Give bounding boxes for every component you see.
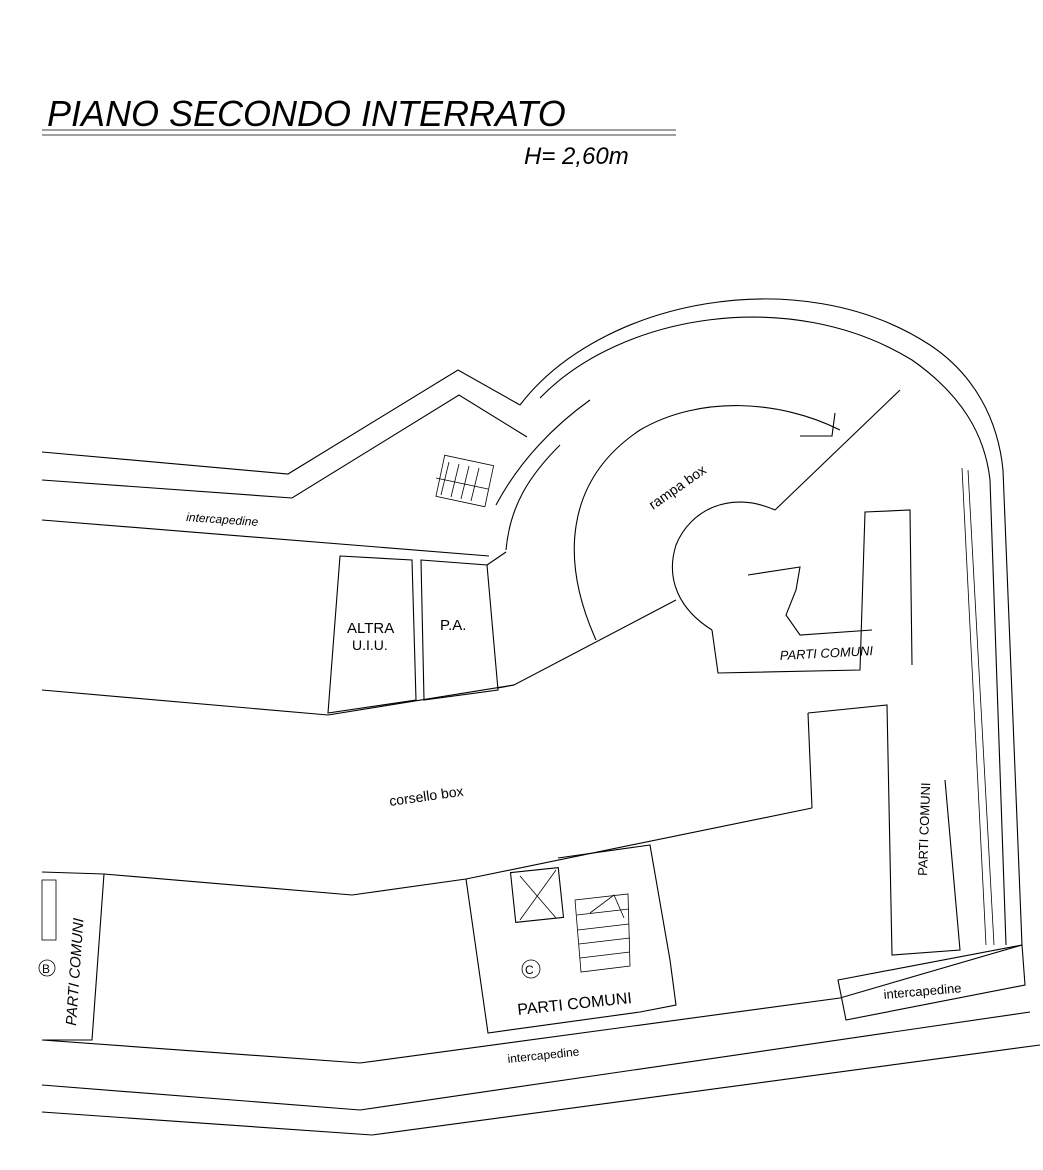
label-pa: P.A. (440, 617, 466, 634)
outer-wall-top-left-2 (41, 394, 528, 499)
label-intercapedine-bottom: intercapedine (507, 1044, 580, 1065)
small-stair (435, 454, 495, 508)
label-parti-comuni-vertical: PARTI COMUNI (915, 782, 933, 876)
label-rampa-box: rampa box (646, 461, 709, 512)
label-corsello-box: corsello box (388, 783, 464, 809)
ramp-outer-wall-2 (539, 316, 1007, 946)
bottom-wall-3 (41, 1044, 1041, 1136)
marker-c-circle (521, 959, 541, 979)
height-note: H= 2,60m (524, 143, 629, 170)
elevator-shaft (509, 867, 565, 923)
bottom-wall-2 (41, 1011, 1031, 1111)
elevator-x-1 (519, 875, 557, 919)
marker-c: C (525, 963, 534, 977)
marker-b: B (42, 962, 50, 976)
intercapedine-right-room (837, 944, 1026, 1021)
elevator-x-2 (519, 869, 557, 921)
bottom-wall-1 (41, 944, 1023, 1064)
outer-wall-top-left-1 (41, 369, 521, 475)
label-parti-comuni-left: PARTI COMUNI (63, 918, 87, 1027)
upper-room-wall-right (486, 551, 507, 566)
right-thin-wall-2 (967, 469, 995, 946)
parti-comuni-left-block (42, 873, 105, 1041)
label-uiu: U.I.U. (352, 637, 388, 653)
label-parti-comuni-center: PARTI COMUNI (517, 990, 633, 1019)
ramp-left-wall (495, 399, 591, 506)
plan-title: PIANO SECONDO INTERRATO (47, 93, 566, 134)
left-shaft (41, 879, 57, 941)
marker-b-circle (38, 959, 56, 977)
ramp-arrow (800, 412, 836, 437)
room-altra-uiu (327, 555, 417, 714)
ramp-outer-arc (573, 405, 841, 641)
stair-core-outer (465, 844, 677, 1034)
central-stair (574, 893, 631, 973)
parti-comuni-vertical-block (807, 704, 961, 956)
walls (41, 298, 1041, 1136)
label-intercapedine-top: intercapedine (186, 510, 259, 529)
intercapedine-inner-wall-top (41, 519, 490, 557)
parti-comuni-upper-inner (747, 566, 873, 636)
ramp-outer-wall-1 (519, 298, 1023, 946)
corsello-top-wall (41, 599, 677, 716)
room-pa (420, 559, 499, 701)
parti-comuni-upper-block (711, 509, 913, 674)
label-altra: ALTRA (347, 620, 394, 637)
ramp-inner-core (671, 501, 776, 631)
right-thin-wall-1 (961, 467, 987, 946)
parti-comuni-vertical-wall (807, 712, 813, 809)
corsello-bottom-wall (41, 807, 813, 896)
label-parti-comuni-upper: PARTI COMUNI (779, 643, 873, 663)
label-intercapedine-right: intercapedine (883, 980, 962, 1002)
ramp-radial-line (774, 389, 901, 511)
ramp-left-inner-wall (505, 444, 561, 551)
